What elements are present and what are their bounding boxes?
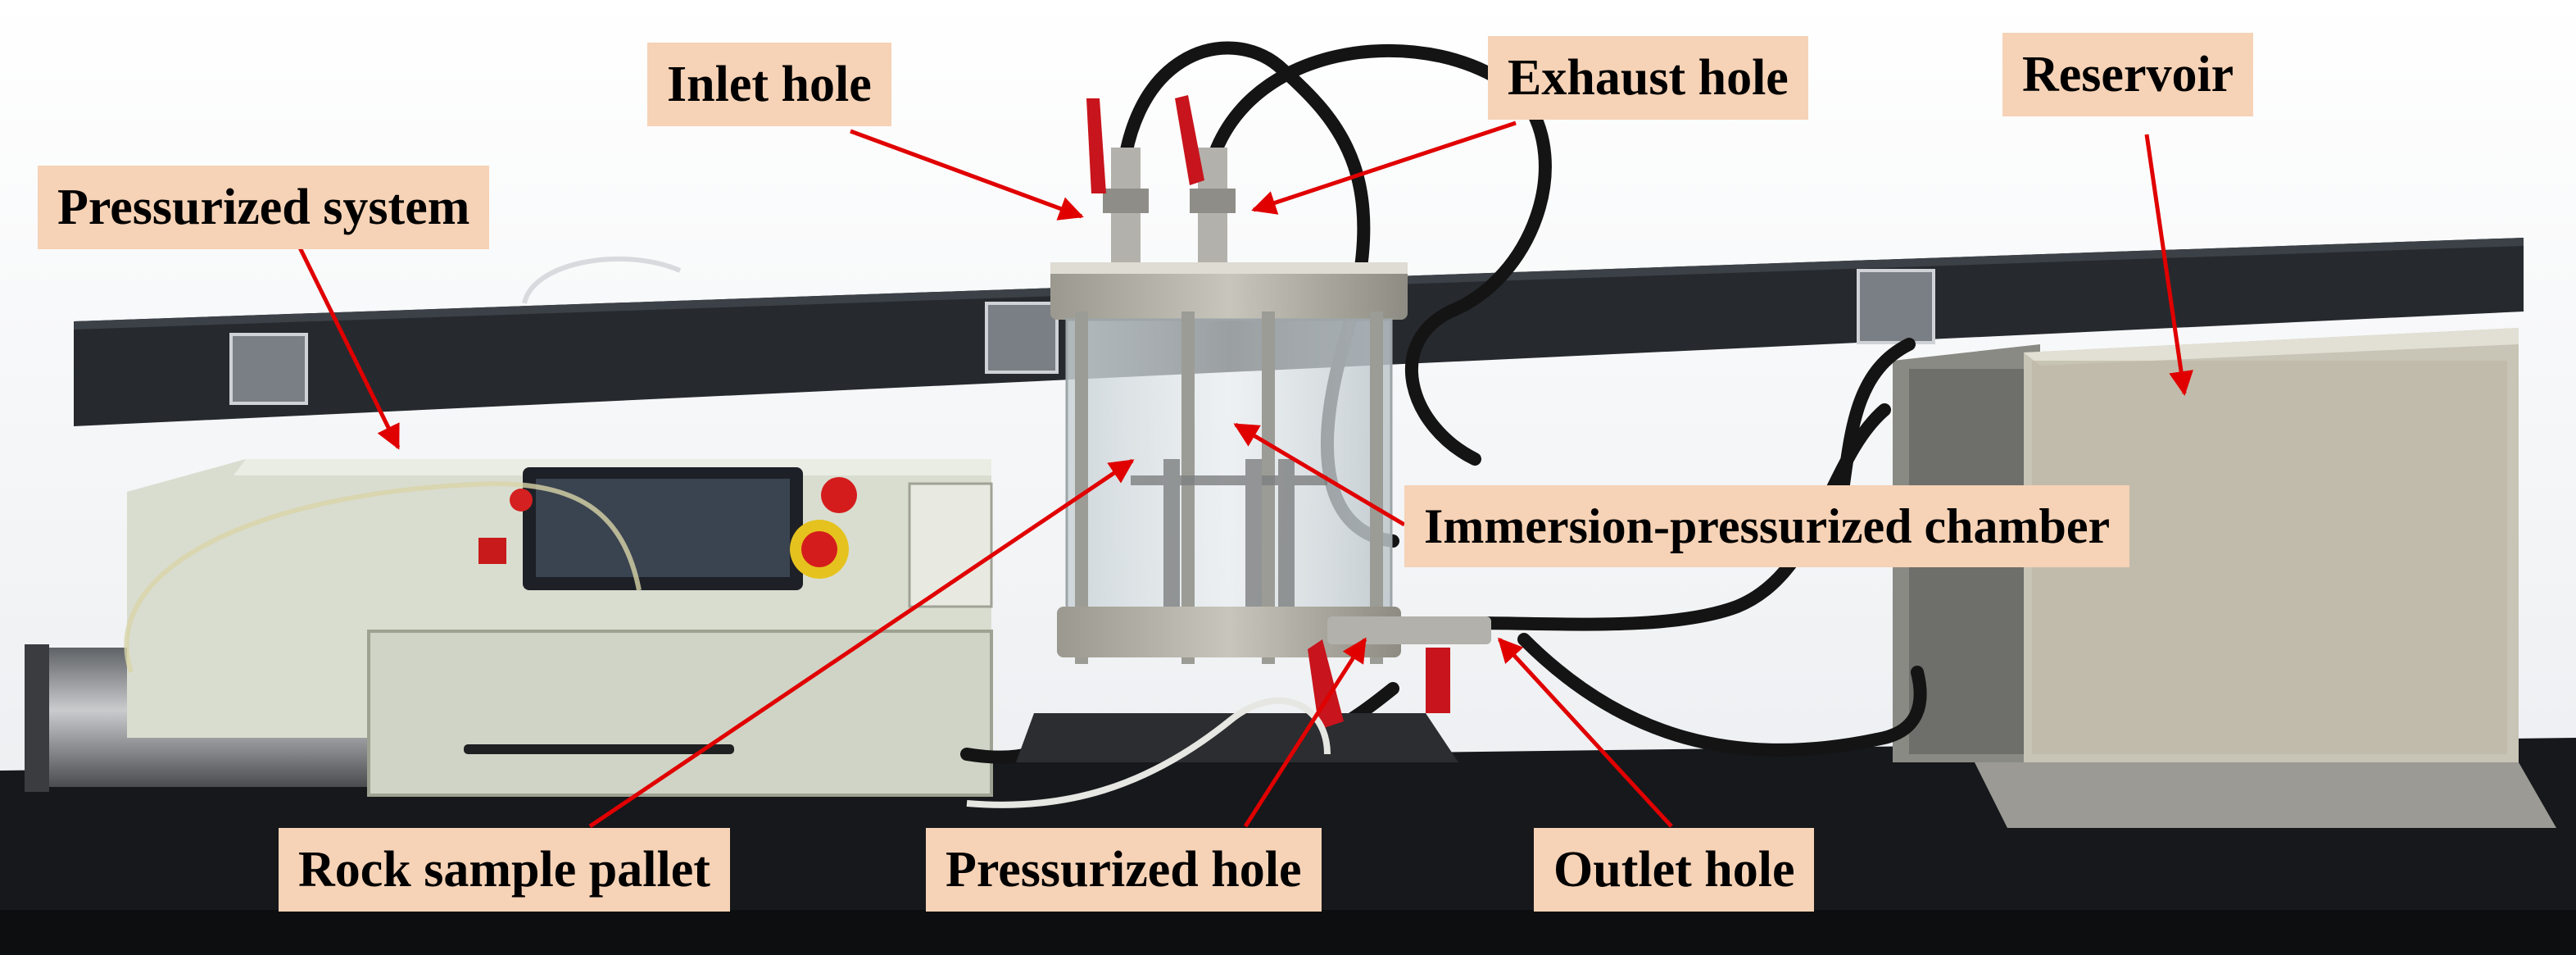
label-inlet-hole: Inlet hole xyxy=(647,43,891,126)
label-reservoir: Reservoir xyxy=(2002,33,2254,116)
reservoir-tank xyxy=(1893,328,2556,828)
label-pressurized-system: Pressurized system xyxy=(38,166,490,249)
label-pressurized-hole: Pressurized hole xyxy=(926,828,1322,912)
annotation-arrows xyxy=(293,121,2193,829)
label-outlet-hole: Outlet hole xyxy=(1534,828,1815,912)
label-rock-sample-pallet: Rock sample pallet xyxy=(279,828,730,912)
label-immersion-pressurized-chamber: Immersion-pressurized chamber xyxy=(1404,485,2130,567)
bench-edge xyxy=(0,910,2576,955)
wall-cable xyxy=(522,256,682,304)
wall-sockets xyxy=(229,269,1935,405)
pressure-chamber xyxy=(1016,95,1491,762)
label-exhaust-hole: Exhaust hole xyxy=(1488,36,1808,120)
white-tube xyxy=(966,697,1331,808)
pressurized-system-machine xyxy=(25,459,993,797)
